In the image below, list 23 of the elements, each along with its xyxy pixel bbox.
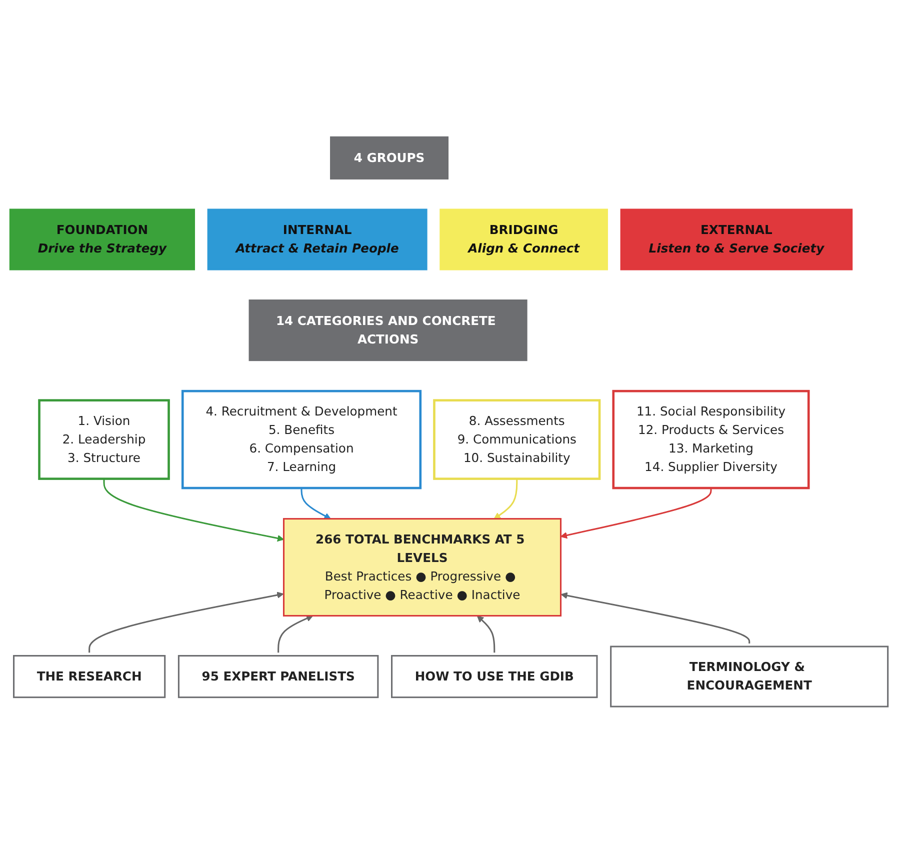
arrow bbox=[300, 488, 331, 520]
node-box: 266 TOTAL BENCHMARKS AT 5 LEVELS Best Practices ● Progressive ● Proactive ● Reactive ● Inactive bbox=[282, 518, 562, 617]
arrow bbox=[494, 478, 518, 520]
arrow bbox=[476, 616, 496, 653]
node-box: BRIDGING Align & Connect bbox=[440, 208, 608, 270]
node-box: 11. Social Responsibility 12. Products & Services 13. Marketing 14. Supplier Diversity bbox=[612, 390, 810, 490]
node-box: HOW TO USE THE GDIB bbox=[391, 655, 598, 698]
arrow bbox=[278, 615, 314, 653]
node-box: INTERNAL Attract & Retain People bbox=[207, 208, 428, 270]
node-box: EXTERNAL Listen to & Serve Society bbox=[620, 208, 853, 270]
node-box: 95 EXPERT PANELISTS bbox=[178, 655, 379, 698]
arrow bbox=[560, 592, 750, 644]
node-box: TERMINOLOGY & ENCOURAGEMENT bbox=[610, 646, 889, 708]
node-box: FOUNDATION Drive the Strategy bbox=[9, 208, 195, 270]
arrow bbox=[560, 488, 712, 539]
node-box: 4 GROUPS bbox=[330, 136, 449, 180]
node-box: THE RESEARCH bbox=[13, 655, 166, 698]
arrow bbox=[103, 478, 284, 542]
node-box: 1. Vision 2. Leadership 3. Structure bbox=[38, 399, 170, 480]
node-box: 14 CATEGORIES AND CONCRETE ACTIONS bbox=[248, 300, 528, 362]
node-box: 8. Assessments 9. Communications 10. Sustainability bbox=[433, 399, 601, 480]
node-box: 4. Recruitment & Development 5. Benefits 6. Compensation 7. Learning bbox=[181, 390, 422, 490]
arrow bbox=[88, 592, 284, 653]
